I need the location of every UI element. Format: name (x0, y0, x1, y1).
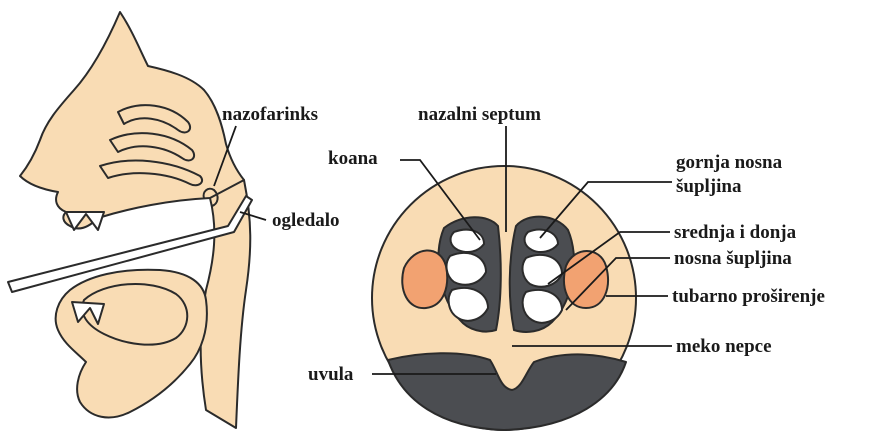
right-turbinate-upper (525, 230, 558, 252)
label-tubarno: tubarno proširenje (672, 286, 825, 307)
label-srednja-2: nosna šupljina (674, 248, 792, 269)
label-meko-nepce: meko nepce (676, 336, 772, 357)
posterior-view (372, 166, 636, 430)
label-nazalni-septum: nazalni septum (418, 104, 541, 125)
left-turbinate-upper (451, 230, 484, 252)
label-gornja-2: šupljina (676, 176, 742, 197)
head-side-view (20, 12, 250, 428)
right-turbinate-lower (523, 290, 562, 323)
right-tubal-torus (564, 251, 608, 308)
left-turbinate-lower (449, 288, 488, 321)
right-turbinate-middle (523, 255, 562, 287)
label-uvula: uvula (308, 364, 354, 385)
label-gornja-1: gornja nosna (676, 152, 783, 173)
left-tubal-torus (402, 250, 447, 308)
label-ogledalo: ogledalo (272, 210, 340, 231)
left-turbinate-middle (447, 253, 486, 285)
label-srednja-1: srednja i donja (674, 222, 797, 243)
label-koana: koana (328, 148, 378, 169)
label-nazofarinks: nazofarinks (222, 104, 318, 125)
